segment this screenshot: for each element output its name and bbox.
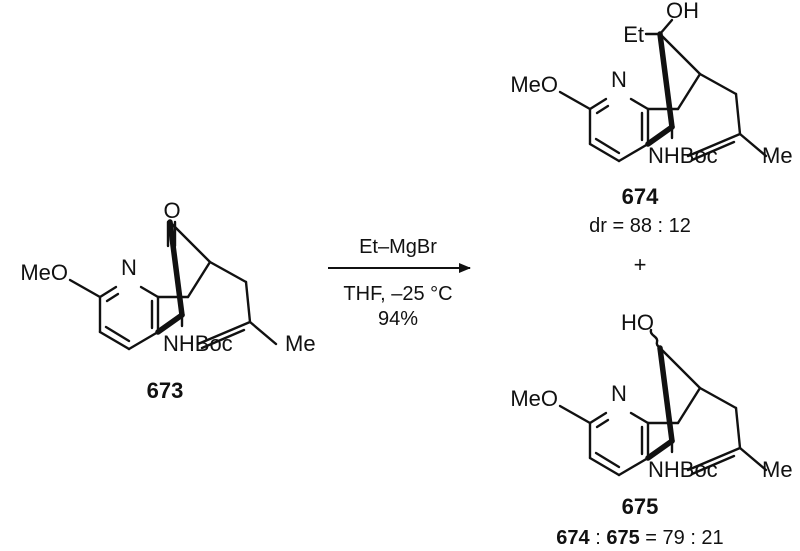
ratio-separator: : (590, 527, 607, 549)
product-ratio: 674 : 675 = 79 : 21 (556, 527, 723, 549)
methoxy-label: MeO (510, 72, 558, 97)
nhboc-label: NHBoc (648, 143, 718, 168)
diastereomer-ratio: dr = 88 : 12 (589, 215, 691, 237)
methyl-label: Me (762, 143, 793, 168)
nhboc-label: NHBoc (648, 457, 718, 482)
conditions-label: THF, –25 °C (343, 283, 452, 305)
methyl-label: Me (285, 331, 316, 356)
reaction-arrow-group: Et–MgBr THF, –25 °C 94% (328, 236, 471, 330)
compound-number-675: 675 (622, 494, 659, 519)
yield-label: 94% (378, 308, 418, 330)
methoxy-label: MeO (20, 260, 68, 285)
reagent-label: Et–MgBr (359, 236, 437, 258)
hydroxyl-label: OH (666, 0, 699, 23)
ratio-compound-675: 675 (606, 527, 639, 549)
pyridine-n-label: N (611, 381, 627, 406)
ethyl-label: Et (623, 22, 644, 47)
carbonyl-oxygen-label: O (163, 198, 180, 223)
compound-number-673: 673 (147, 378, 184, 403)
ratio-value: = 79 : 21 (640, 527, 724, 549)
pyridine-n-label: N (611, 67, 627, 92)
product-674: Et OH N MeO NHBoc Me 674 dr = 88 : 12 (510, 0, 792, 237)
ratio-compound-674: 674 (556, 527, 590, 549)
pyridine-n-label: N (121, 255, 137, 280)
hydroxyl-label: HO (621, 310, 654, 335)
nhboc-label: NHBoc (163, 331, 233, 356)
compound-number-674: 674 (622, 184, 659, 209)
product-675: HO N MeO NHBoc Me 675 (510, 310, 792, 519)
reactant-673: O N MeO NHBoc Me 673 (20, 198, 315, 403)
methyl-label: Me (762, 457, 793, 482)
plus-sign: + (634, 252, 647, 277)
methoxy-label: MeO (510, 386, 558, 411)
wavy-bond (649, 328, 662, 350)
